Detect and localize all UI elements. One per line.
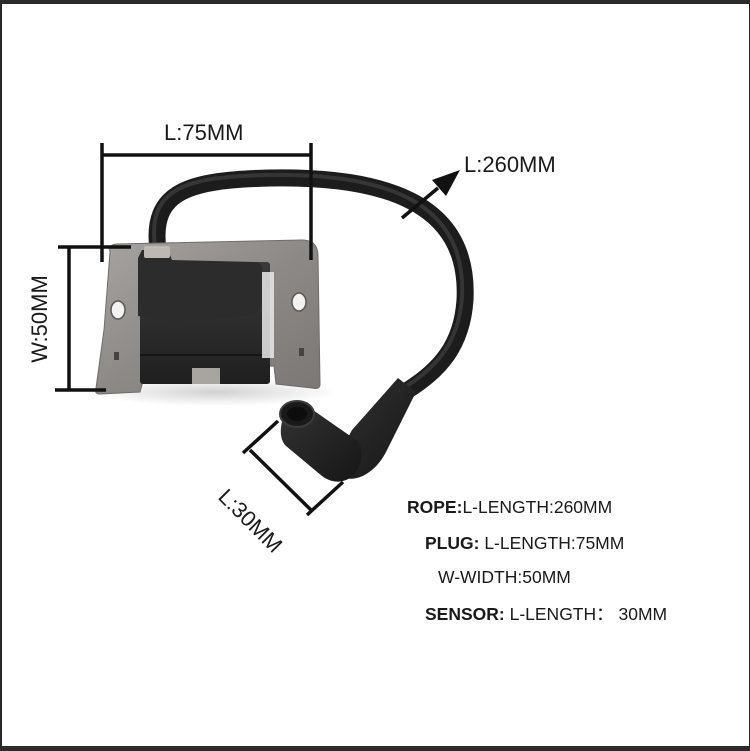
drop-shadow bbox=[90, 378, 340, 406]
spec-sensor: SENSOR: L-LENGTH： 30MM bbox=[425, 601, 667, 626]
mount-hole-left bbox=[110, 300, 126, 320]
spec-value: L-LENGTH:75MM bbox=[479, 533, 625, 553]
spec-key: SENSOR: bbox=[425, 604, 505, 624]
dimension-width-50 bbox=[55, 245, 131, 392]
spec-value: L-LENGTH:260MM bbox=[462, 497, 613, 517]
ignition-cable bbox=[148, 169, 474, 399]
dimension-sensor-30 bbox=[241, 419, 345, 517]
spec-rope: ROPE:L-LENGTH:260MM bbox=[407, 497, 612, 518]
label-rope-260: L:260MM bbox=[464, 152, 556, 177]
mount-hole-right bbox=[291, 292, 307, 312]
spec-key: ROPE: bbox=[407, 497, 463, 517]
spec-value: W-WIDTH:50MM bbox=[438, 567, 571, 587]
coil-module bbox=[138, 246, 274, 384]
coil-terminal bbox=[192, 368, 220, 384]
spec-value: L-LENGTH： 30MM bbox=[504, 604, 668, 624]
spec-plug-length: PLUG: L-LENGTH:75MM bbox=[425, 533, 624, 554]
spec-key: PLUG: bbox=[425, 533, 480, 553]
dimension-length-75 bbox=[100, 143, 313, 262]
spark-plug-boot bbox=[279, 378, 416, 482]
spec-plug-width: W-WIDTH:50MM bbox=[438, 567, 571, 588]
label-width-50: W:50MM bbox=[26, 275, 52, 363]
arrow-rope-length bbox=[400, 170, 460, 220]
label-length-75: L:75MM bbox=[164, 120, 244, 145]
